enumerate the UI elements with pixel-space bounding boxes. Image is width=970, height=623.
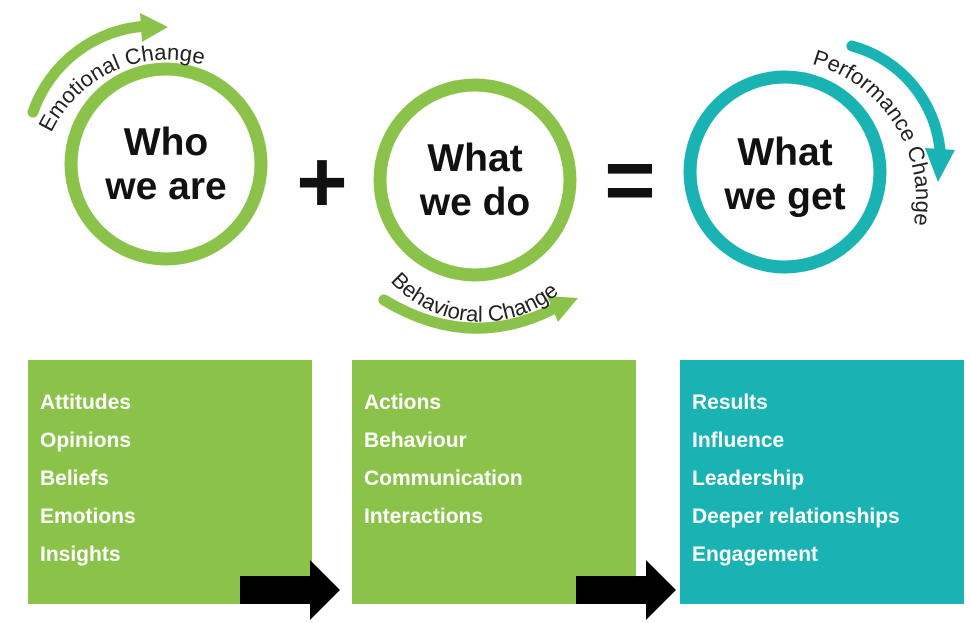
block-arrow-right-icon — [576, 560, 676, 620]
emotional-change-arrow — [27, 13, 168, 118]
list-item: Results — [692, 391, 768, 414]
equals-operator: = — [604, 130, 655, 229]
what-we-do-line1: What — [427, 137, 523, 180]
list-item: Behaviour — [364, 429, 467, 452]
list-item: Emotions — [40, 505, 136, 528]
what-we-get-line2: we get — [724, 175, 846, 218]
what-we-get-line1: What — [737, 131, 833, 174]
list-item: Communication — [364, 467, 523, 490]
who-we-are-box: Attitudes Opinions Beliefs Emotions Insi… — [28, 360, 312, 604]
behavioral-change-arrow — [378, 294, 578, 334]
what-we-do-text: What we do — [385, 136, 565, 226]
list-item: Insights — [40, 543, 121, 566]
who-we-are-text: Who we are — [76, 120, 256, 210]
who-we-are-line2: we are — [105, 165, 227, 208]
list-item: Deeper relationships — [692, 505, 900, 528]
what-we-do-line2: we do — [419, 181, 531, 224]
list-item: Influence — [692, 429, 785, 452]
plus-operator: + — [296, 132, 347, 231]
list-item: Attitudes — [40, 391, 131, 414]
list-item: Actions — [364, 391, 442, 414]
what-we-do-box: Actions Behaviour Communication Interact… — [352, 360, 636, 604]
block-arrow-right-icon — [240, 560, 340, 620]
circle-who-we-are — [64, 62, 268, 266]
circle-what-we-get — [683, 70, 887, 274]
list-item: Opinions — [40, 429, 131, 452]
list-item: Beliefs — [40, 467, 109, 490]
performance-change-arrow — [846, 40, 955, 182]
who-we-are-line1: Who — [123, 121, 209, 164]
list-item: Leadership — [692, 467, 805, 490]
circle-what-we-do — [373, 78, 577, 282]
list-item: Engagement — [692, 543, 819, 566]
what-we-get-box: Results Influence Leadership Deeper rela… — [680, 360, 964, 604]
list-item: Interactions — [364, 505, 484, 528]
what-we-get-text: What we get — [695, 130, 875, 220]
